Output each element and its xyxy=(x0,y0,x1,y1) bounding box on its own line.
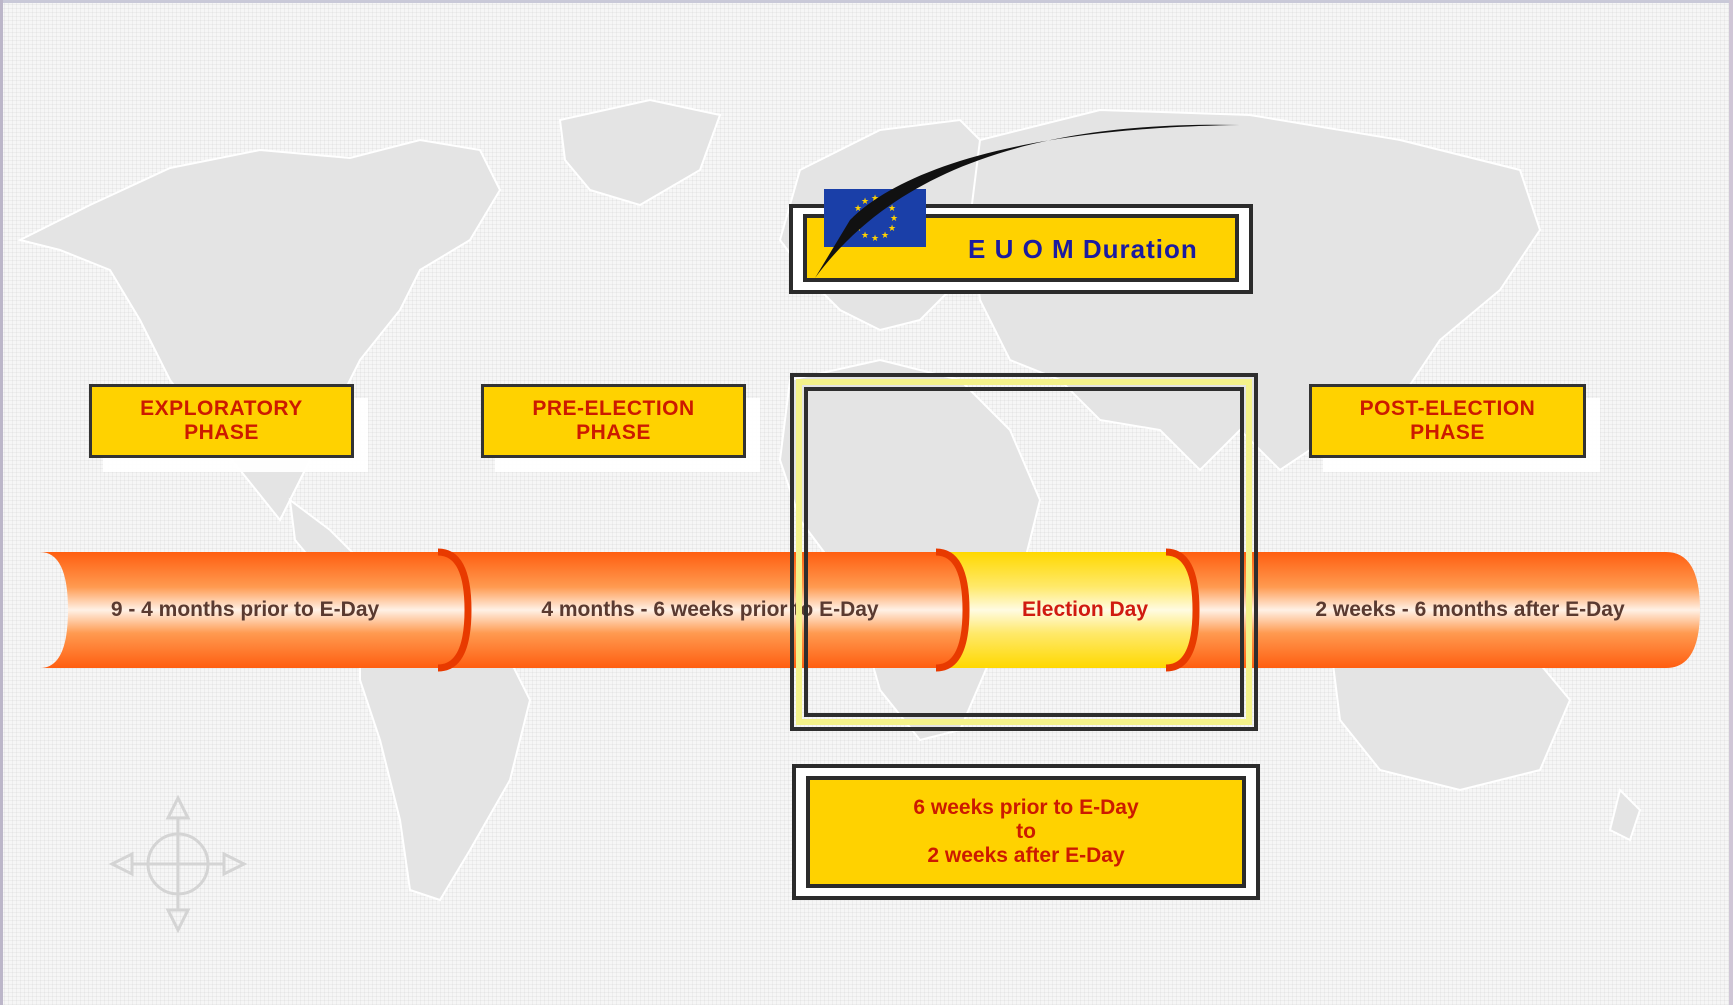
segment-label-exploratory: 9 - 4 months prior to E-Day xyxy=(110,598,380,621)
exploratory-phase-label: EXPLORATORY PHASE xyxy=(140,397,303,444)
tube-divider-3 xyxy=(1165,548,1200,672)
post-election-phase-box: POST-ELECTION PHASE xyxy=(1309,384,1586,458)
greenland xyxy=(558,98,722,207)
post-election-phase-label: POST-ELECTION PHASE xyxy=(1359,397,1536,444)
tube-divider-2 xyxy=(935,548,970,672)
frame-right-edge xyxy=(1729,0,1733,1005)
duration-box-text-wrap: 6 weeks prior to E-Day to 2 weeks after … xyxy=(806,776,1246,888)
tube-election-day-section xyxy=(942,552,1196,668)
tube-divider-1 xyxy=(437,548,472,672)
north-america xyxy=(17,138,502,522)
tube-body xyxy=(40,552,1700,668)
segment-label-election-day: Election Day xyxy=(1021,598,1149,621)
frame-top-edge xyxy=(0,0,1733,3)
euom-highlight-frame-yellow xyxy=(796,379,1252,725)
euom-duration-title: E U O M Duration xyxy=(968,234,1198,264)
segment-label-post-election: 2 weeks - 6 months after E-Day xyxy=(1315,598,1625,621)
duration-box xyxy=(806,776,1246,888)
duration-box-text: 6 weeks prior to E-Day to 2 weeks after … xyxy=(913,796,1139,867)
exploratory-phase-box: EXPLORATORY PHASE xyxy=(89,384,354,458)
segment-label-pre-election: 4 months - 6 weeks prior to E-Day xyxy=(541,598,879,621)
frame-left-edge xyxy=(0,0,3,1005)
new-zealand xyxy=(1608,788,1642,842)
pre-election-phase-box: PRE-ELECTION PHASE xyxy=(481,384,746,458)
pre-election-phase-label: PRE-ELECTION PHASE xyxy=(532,397,695,444)
compass-rose-icon xyxy=(108,794,248,934)
euom-highlight-frame-inner xyxy=(804,387,1244,717)
euom-highlight-frame-outer xyxy=(790,373,1258,731)
